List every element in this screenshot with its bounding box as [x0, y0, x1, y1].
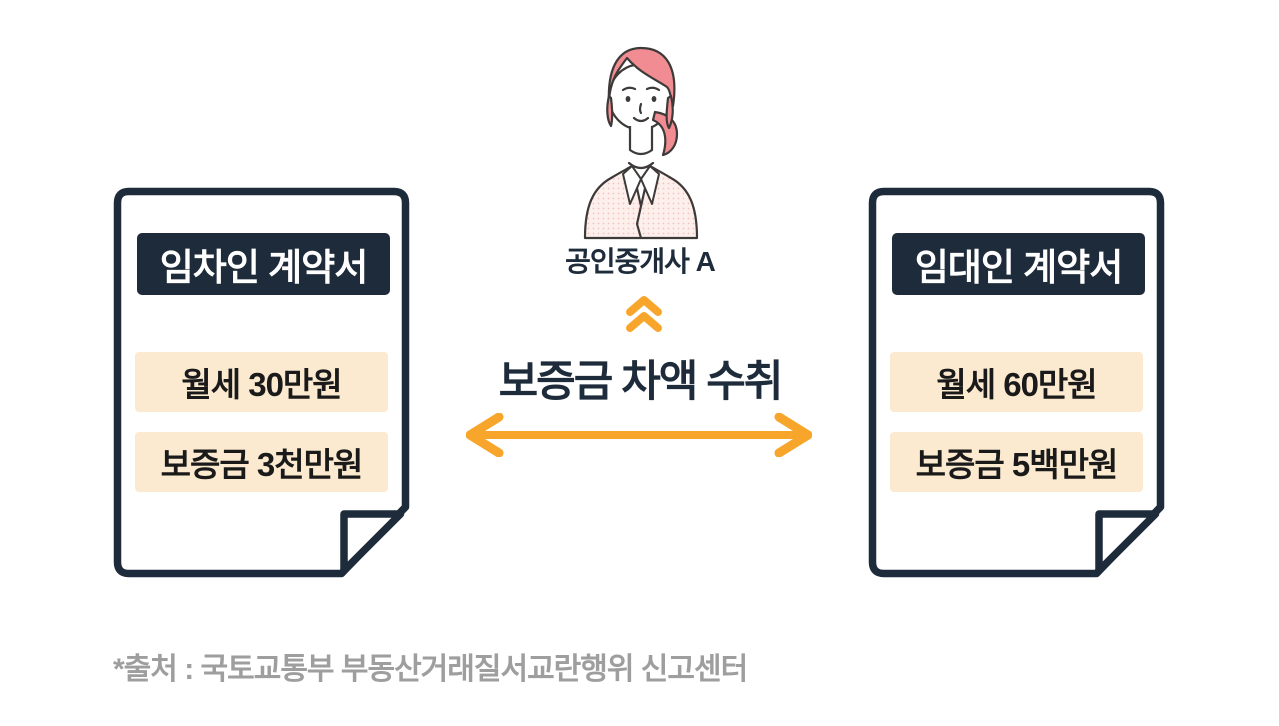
agent-label: 공인중개사 A [565, 246, 716, 277]
tenant-contract-title: 임차인 계약서 [137, 233, 390, 295]
exchange-arrow-icon [466, 413, 812, 457]
deposit-difference-label: 보증금 차액 수취 [498, 358, 784, 406]
tenant-deposit-value: 보증금 3천만원 [135, 432, 388, 492]
tenant-monthly-rent-value: 월세 30만원 [135, 352, 388, 412]
landlord-deposit-value: 보증금 5백만원 [890, 432, 1143, 492]
landlord-contract-document: 임대인 계약서 월세 60만원 보증금 5백만원 [868, 187, 1165, 578]
landlord-contract-title: 임대인 계약서 [892, 233, 1145, 295]
landlord-monthly-rent-value: 월세 60만원 [890, 352, 1143, 412]
real-estate-agent-illustration [583, 46, 699, 240]
double-chevron-up-icon [626, 296, 662, 332]
source-note: *출처 : 국토교통부 부동산거래질서교란행위 신고센터 [113, 653, 748, 686]
tenant-contract-document: 임차인 계약서 월세 30만원 보증금 3천만원 [113, 187, 410, 578]
